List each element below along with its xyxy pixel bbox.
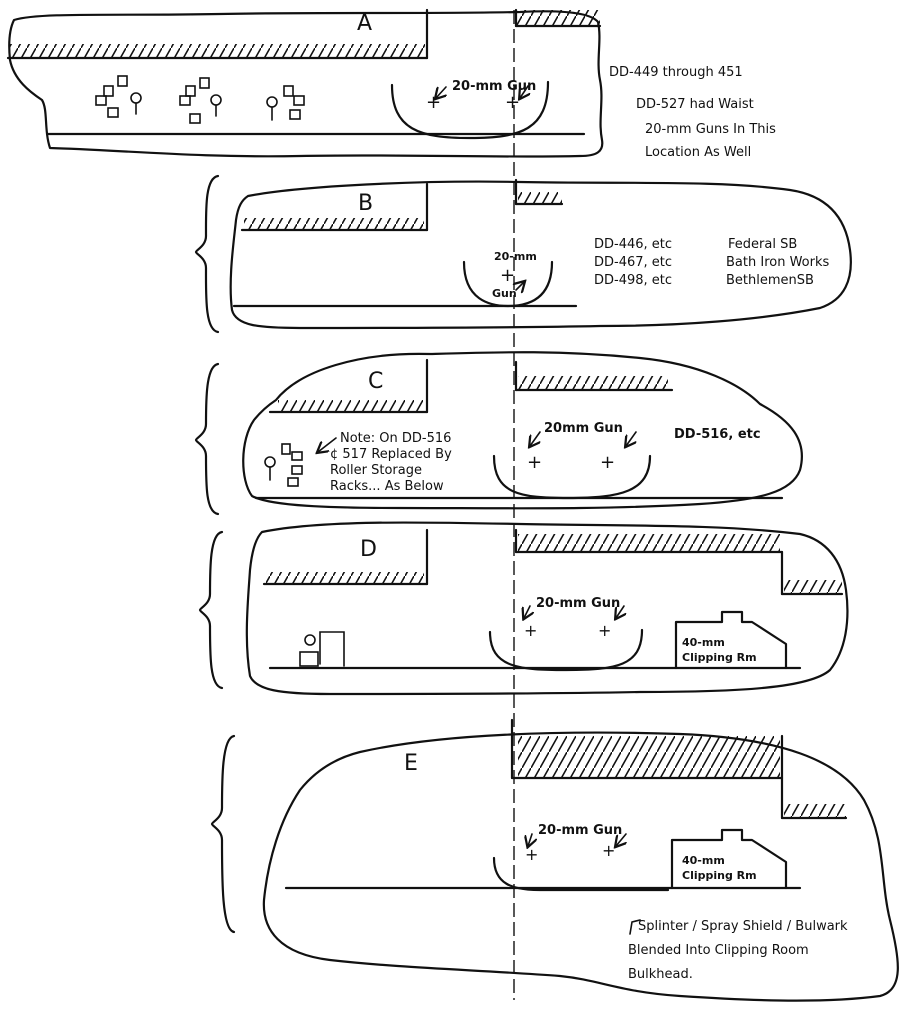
- panel-a: + + 20-mm Gun A DD-449 through 451 DD-52…: [6, 8, 776, 160]
- panel-e-room-bottom: Clipping Rm: [682, 869, 757, 882]
- panel-b-hull-2: DD-467, etc: [594, 255, 672, 270]
- panel-d-gun-mark-stbd: +: [598, 621, 611, 640]
- panel-a-outline: [8, 10, 604, 158]
- panel-a-forward-hatch: [516, 10, 600, 26]
- panel-a-note-2: DD-527 had Waist: [636, 97, 754, 112]
- panel-a-gun-mark-stbd: +: [505, 92, 520, 113]
- panel-c-note-3: Roller Storage: [330, 463, 422, 478]
- panel-d: + + 20-mm Gun D 40-mm Clipping Rm: [198, 521, 849, 696]
- panel-b-deckhouse-hatch: [244, 218, 424, 230]
- panel-c-hull: DD-516, etc: [674, 427, 761, 442]
- panel-c-gun-tub: [492, 454, 652, 500]
- panel-d-letter: D: [360, 537, 377, 562]
- panel-e-gun-mark-stbd: +: [602, 841, 615, 860]
- panel-d-bracket: [198, 530, 224, 690]
- panel-a-ready-ammo-cluster-2: [179, 77, 222, 124]
- panel-e-gun-label: 20-mm Gun: [538, 823, 622, 838]
- panel-c-outline: [242, 351, 803, 510]
- panel-b-gun-mark: +: [500, 265, 515, 286]
- panel-a-ready-ammo-cluster-1: [95, 75, 142, 118]
- panel-c-ready-ammo-cluster: [264, 443, 303, 487]
- panel-b-yard-1: Federal SB: [728, 237, 797, 252]
- panel-d-aft-hatch: [784, 580, 842, 594]
- panel-b-hull-3: DD-498, etc: [594, 273, 672, 288]
- panel-c-note-1: Note: On DD-516: [340, 431, 451, 446]
- panel-b-gun-label-top: 20-mm: [494, 250, 537, 263]
- panel-b-forward-hatch: [518, 192, 562, 204]
- panel-c-gun-mark-stbd: +: [600, 452, 615, 473]
- panel-b-gun-label-bottom: Gun: [492, 287, 517, 300]
- panel-a-letter: A: [357, 11, 372, 36]
- panel-b-yard-2: Bath Iron Works: [726, 255, 829, 270]
- panel-a-note-3: 20-mm Guns In This: [645, 122, 776, 137]
- panel-e-forward-hatch: [518, 736, 780, 778]
- panel-e-note-2: Blended Into Clipping Room: [628, 943, 809, 958]
- panel-d-clipping-room: [674, 610, 788, 670]
- panel-e-letter: E: [404, 751, 418, 776]
- panel-d-gun-tub: [488, 628, 644, 672]
- panel-a-note-1: DD-449 through 451: [609, 65, 743, 80]
- panel-d-roller-storage-rack: [299, 631, 345, 667]
- panel-c-letter: C: [368, 369, 383, 394]
- panel-b-letter: B: [358, 191, 373, 216]
- panel-c-gun-label: 20mm Gun: [544, 421, 623, 436]
- panel-b-yard-3: BethlemenSB: [726, 273, 814, 288]
- panel-c-bracket: [194, 362, 220, 516]
- panel-e-gun-mark-port: +: [525, 845, 538, 864]
- panel-b-bracket: [194, 174, 220, 334]
- panel-e-note-1: Splinter / Spray Shield / Bulwark: [638, 919, 848, 934]
- panel-e-clipping-room: [670, 828, 788, 890]
- panel-d-room-bottom: Clipping Rm: [682, 651, 757, 664]
- panel-d-outline: [245, 521, 849, 696]
- panel-c-note-2: ¢ 517 Replaced By: [330, 447, 452, 462]
- panel-c-deckhouse-hatch: [278, 400, 424, 412]
- panel-e-bracket: [210, 734, 236, 934]
- panel-e-gun-tub: [492, 856, 670, 892]
- panel-c: + + 20mm Gun C Note: On DD-516 ¢ 517 Rep…: [194, 351, 803, 516]
- panel-a-ready-ammo-cluster-3: [266, 85, 305, 121]
- panel-c-note-4: Racks... As Below: [330, 479, 444, 494]
- panel-a-gun-label: 20-mm Gun: [452, 79, 536, 94]
- panel-e-room-top: 40-mm: [682, 854, 725, 867]
- panel-b-gun-tub: [462, 260, 554, 308]
- panel-d-deckhouse-hatch: [266, 572, 424, 584]
- panel-b-hull-1: DD-446, etc: [594, 237, 672, 252]
- panel-e-aft-hatch: [784, 804, 846, 818]
- panel-c-gun-mark-port: +: [527, 452, 542, 473]
- panel-e: + + 20-mm Gun E 40-mm Clipping Rm Splint…: [210, 718, 899, 1002]
- panel-d-forward-hatch: [518, 534, 780, 552]
- panel-c-forward-hatch: [518, 376, 668, 390]
- panel-b-outline: [229, 180, 852, 330]
- panel-b: + 20-mm Gun B DD-446, etc DD-467, etc DD…: [194, 174, 852, 334]
- panel-d-room-top: 40-mm: [682, 636, 725, 649]
- panel-a-note-4: Location As Well: [645, 145, 751, 160]
- panel-a-deckhouse-hatch: [10, 44, 425, 58]
- panel-a-gun-tub: [390, 80, 550, 140]
- panel-e-note-3: Bulkhead.: [628, 967, 693, 982]
- panel-d-gun-mark-port: +: [524, 621, 537, 640]
- panel-d-gun-label: 20-mm Gun: [536, 596, 620, 611]
